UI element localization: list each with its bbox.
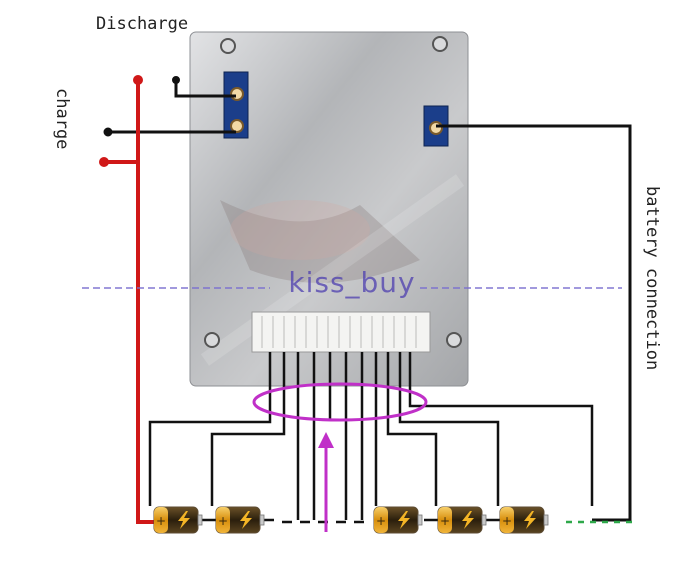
battery-cell-3 (373, 506, 423, 534)
battery-cell-1 (153, 506, 203, 534)
battery-negative-wire (436, 124, 632, 522)
discharge-label: Discharge (96, 14, 189, 34)
board-screws (204, 36, 462, 348)
terminal-pads (223, 71, 449, 147)
charge-negative-wire (103, 127, 236, 137)
battery-cell-5 (499, 506, 549, 534)
battery-cells-right (373, 506, 549, 534)
battery-cell-4 (437, 506, 487, 534)
watermark-text: kiss_buy (288, 266, 416, 299)
battery-connection-label: battery connection (642, 186, 662, 371)
discharge-wire (172, 76, 236, 98)
balance-connector (251, 311, 431, 353)
balance-highlight (252, 382, 428, 532)
positive-wire (99, 75, 154, 524)
balance-wires (148, 352, 594, 520)
battery-cell-2 (215, 506, 265, 534)
charge-label: charge (52, 88, 72, 150)
bms-board (189, 31, 469, 387)
